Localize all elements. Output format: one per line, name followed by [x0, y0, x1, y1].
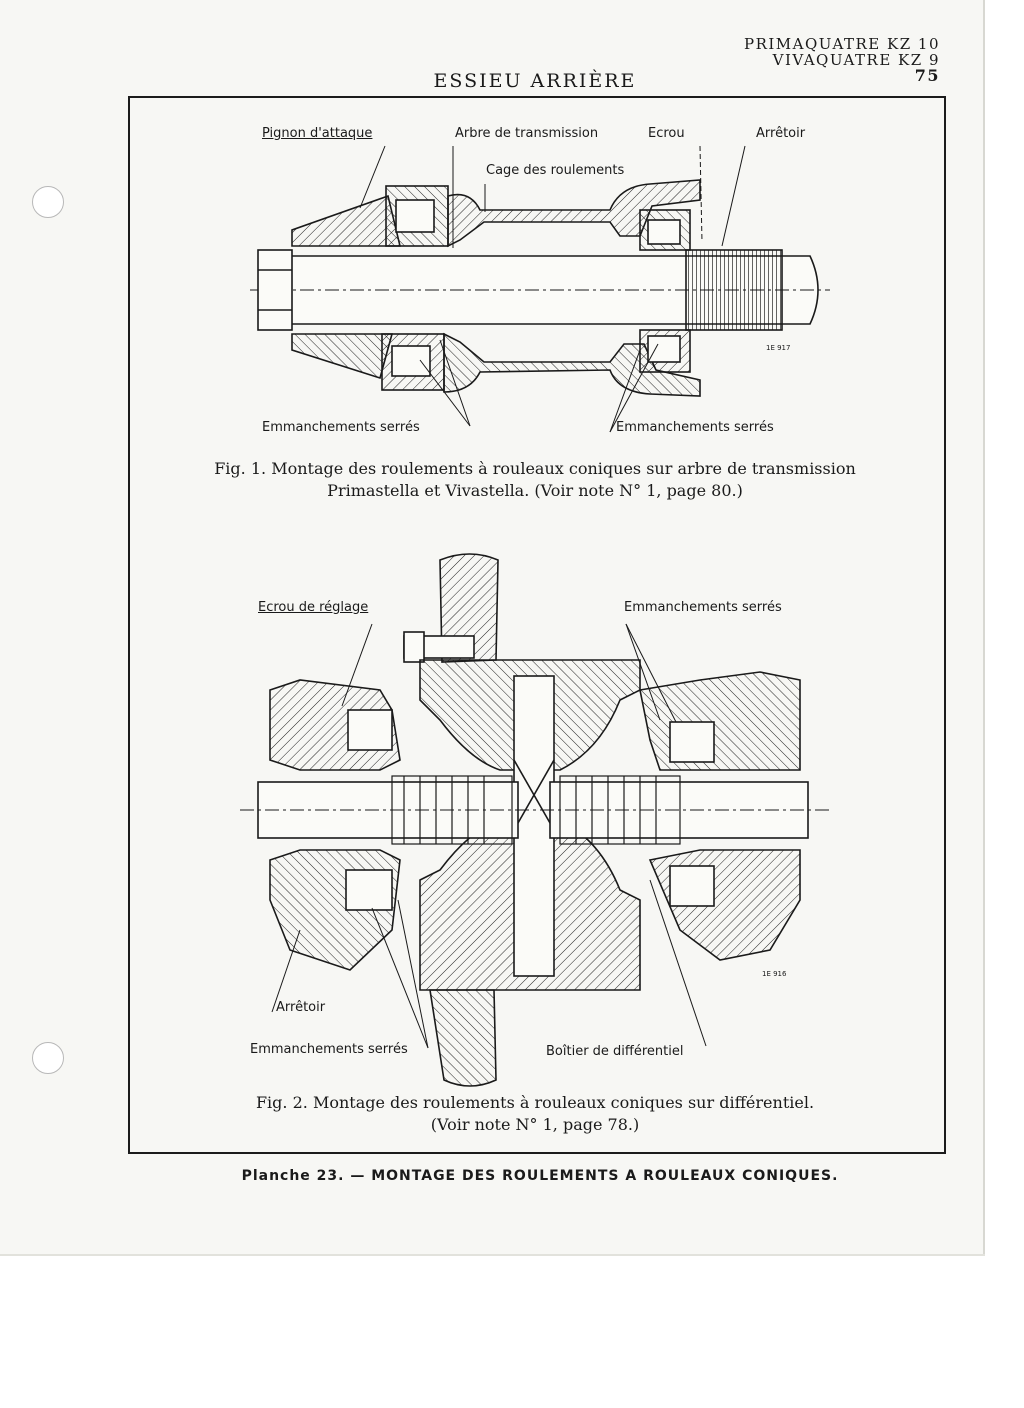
binder-hole-bottom	[32, 1042, 64, 1074]
fig1-label-emm-left: Emmanchements serrés	[262, 420, 420, 435]
fig2-spider-pin	[513, 675, 555, 977]
paper-edge	[983, 0, 985, 1255]
paper-bottom-edge	[0, 1254, 985, 1256]
fig2-label-boitier: Boîtier de différentiel	[546, 1044, 684, 1059]
fig2-label-emm-top: Emmanchements serrés	[624, 600, 782, 615]
fig1-label-cage: Cage des roulements	[486, 163, 625, 178]
fig2-bearing-right-bottom	[669, 865, 715, 907]
binder-hole-top	[32, 186, 64, 218]
plate-caption: Planche 23. — MONTAGE DES ROULEMENTS A R…	[241, 1168, 839, 1184]
fig1-pinion-top	[291, 194, 402, 247]
page-number: 75	[914, 66, 940, 85]
section-title: ESSIEU ARRIÈRE	[433, 70, 637, 92]
fig1-label-ecrou: Ecrou	[648, 126, 685, 141]
fig1-caption: Fig. 1. Montage des roulements à rouleau…	[180, 458, 890, 502]
model-line-2: VIVAQUATRE KZ 9	[772, 51, 940, 69]
fig1-cage-top	[447, 179, 701, 248]
fig2-caption-line-2: (Voir note N° 1, page 78.)	[430, 1115, 640, 1134]
fig1-drawing	[250, 145, 830, 433]
fig1-label-arretoir: Arrêtoir	[756, 126, 806, 141]
fig2-drawing	[240, 553, 830, 1087]
page-header-models: PRIMAQUATRE KZ 10 VIVAQUATRE KZ 9 75	[720, 36, 940, 84]
model-line-1: PRIMAQUATRE KZ 10	[744, 35, 940, 53]
fig2-ref: 1E 916	[762, 970, 787, 978]
fig1-label-arbre: Arbre de transmission	[455, 126, 599, 141]
fig2-housing-right-top	[639, 671, 801, 771]
fig2-label-arretoir: Arrêtoir	[276, 1000, 326, 1015]
fig1-label-emm-right: Emmanchements serrés	[616, 420, 774, 435]
fig2-bearing-left-top	[347, 709, 393, 751]
fig2-caption: Fig. 2. Montage des roulements à rouleau…	[180, 1092, 890, 1136]
fig1-thread	[685, 249, 783, 331]
fig2-bearing-left-bottom	[345, 869, 393, 911]
fig1-ref: 1E 917	[766, 344, 791, 352]
fig1-pinion-bottom	[291, 333, 394, 380]
fig2-label-emm-bottom: Emmanchements serrés	[250, 1042, 408, 1057]
fig1-caption-line-1: Fig. 1. Montage des roulements à rouleau…	[214, 459, 856, 478]
fig2-bearing-right-top	[669, 721, 715, 763]
fig1-label-pignon: Pignon d'attaque	[262, 126, 373, 141]
fig1-nut	[257, 249, 293, 331]
fig2-crown-top	[439, 553, 499, 663]
plate-frame	[128, 96, 946, 1154]
fig2-label-ecrou-reglage: Ecrou de réglage	[258, 600, 369, 615]
fig2-caption-line-1: Fig. 2. Montage des roulements à rouleau…	[255, 1093, 815, 1112]
fig1-caption-line-2: Primastella et Vivastella. (Voir note N°…	[327, 481, 743, 500]
fig2-crown-bottom	[429, 989, 497, 1087]
